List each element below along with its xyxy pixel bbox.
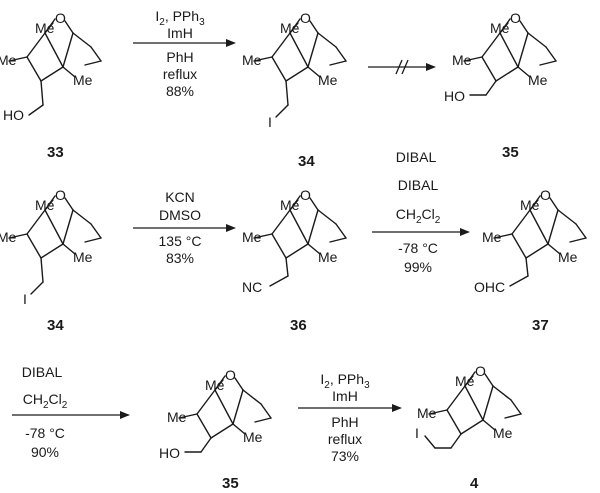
compound-number-36: 36: [290, 317, 307, 334]
compound-number-37: 37: [532, 317, 549, 334]
methyl-label: Me: [493, 425, 513, 441]
oxygen-label: O: [540, 187, 551, 203]
aldehyde-label: OHC: [474, 279, 505, 295]
oxygen-label: O: [475, 363, 486, 379]
reagent-line: DIBAL: [396, 149, 437, 165]
methyl-label: Me: [318, 249, 338, 265]
methyl-label: Me: [490, 20, 510, 36]
iodide-label: I: [268, 114, 272, 130]
methyl-label: Me: [35, 20, 55, 36]
solvent-line: PhH: [166, 49, 193, 65]
arrow-35-to-4: I2, PPh3 ImH PhH reflux 73%: [298, 371, 402, 464]
reagent-line: KCN: [165, 189, 195, 205]
methyl-label: Me: [280, 20, 300, 36]
molecule-34-row2: Me Me Me O I: [0, 187, 102, 307]
methyl-label: Me: [35, 197, 55, 213]
oxygen-label: O: [55, 187, 66, 203]
arrow-37-to-35: DIBAL CH2Cl2 -78 °C 90%: [12, 364, 130, 460]
molecule-35-row3: Me Me Me O HO: [159, 367, 272, 461]
yield-label: 83%: [166, 250, 194, 266]
methyl-label: Me: [520, 197, 540, 213]
failed-arrow-34-to-35: DIBAL: [368, 59, 437, 165]
methyl-label: Me: [0, 52, 17, 68]
reagent-line: I2, PPh3: [155, 8, 205, 28]
hydroxyl-label: HO: [159, 445, 180, 461]
compound-number-35: 35: [502, 144, 519, 161]
yield-label: 73%: [331, 448, 359, 464]
methyl-label: Me: [455, 373, 475, 389]
condition-line: -78 °C: [25, 425, 65, 441]
methyl-label: Me: [205, 377, 225, 393]
methyl-label: Me: [280, 197, 300, 213]
iodide-label: I: [23, 291, 27, 307]
compound-number-33: 33: [47, 144, 64, 161]
yield-label: 90%: [31, 444, 59, 460]
compound-number-34: 34: [298, 153, 315, 170]
condition-line: reflux: [163, 66, 197, 82]
iodide-label: I: [415, 425, 419, 441]
solvent-line: DMSO: [159, 207, 201, 223]
oxygen-label: O: [225, 367, 236, 383]
methyl-label: Me: [242, 229, 262, 245]
solvent-line: CH2Cl2: [23, 391, 68, 411]
hydroxyl-label: HO: [3, 107, 24, 123]
molecule-4: Me Me Me O I: [415, 363, 522, 449]
molecule-33: Me Me Me O HO: [0, 10, 102, 123]
oxygen-label: O: [300, 187, 311, 203]
condition-line: reflux: [328, 431, 362, 447]
reagent-line: ImH: [332, 388, 358, 404]
compound-number-4: 4: [470, 475, 479, 492]
methyl-label: Me: [73, 72, 93, 88]
methyl-label: Me: [558, 249, 578, 265]
reagent-line: ImH: [167, 25, 193, 41]
methyl-label: Me: [73, 249, 93, 265]
reagent-line: DIBAL: [398, 177, 439, 193]
methyl-label: Me: [417, 405, 437, 421]
condition-line: -78 °C: [398, 240, 438, 256]
yield-label: 99%: [404, 259, 432, 275]
arrow-34-to-36: KCN DMSO 135 °C 83%: [133, 189, 236, 266]
reagent-line: I2, PPh3: [320, 371, 370, 391]
methyl-label: Me: [482, 229, 502, 245]
methyl-label: Me: [0, 229, 17, 245]
oxygen-label: O: [55, 10, 66, 26]
molecule-37: Me Me Me O OHC: [474, 187, 587, 295]
solvent-line: PhH: [331, 414, 358, 430]
reagent-line: DIBAL: [22, 364, 63, 380]
arrow-36-to-37: DIBAL CH2Cl2 -78 °C 99%: [372, 177, 470, 275]
nitrile-label: NC: [242, 279, 262, 295]
solvent-line: CH2Cl2: [396, 206, 441, 226]
oxygen-label: O: [510, 10, 521, 26]
yield-label: 88%: [166, 83, 194, 99]
methyl-label: Me: [242, 52, 262, 68]
condition-line: 135 °C: [159, 233, 202, 249]
methyl-label: Me: [452, 52, 472, 68]
compound-number-35-row3: 35: [222, 475, 239, 492]
molecule-36: Me Me Me O NC: [242, 187, 347, 295]
molecule-34: Me Me Me O I: [242, 10, 347, 130]
arrow-33-to-34: I2, PPh3 ImH PhH reflux 88%: [133, 8, 236, 99]
oxygen-label: O: [300, 10, 311, 26]
compound-number-34-row2: 34: [47, 317, 64, 334]
molecule-35: Me Me Me O HO: [444, 10, 557, 104]
methyl-label: Me: [243, 429, 263, 445]
methyl-label: Me: [167, 409, 187, 425]
methyl-label: Me: [528, 72, 548, 88]
methyl-label: Me: [318, 72, 338, 88]
hydroxyl-label: HO: [444, 88, 465, 104]
